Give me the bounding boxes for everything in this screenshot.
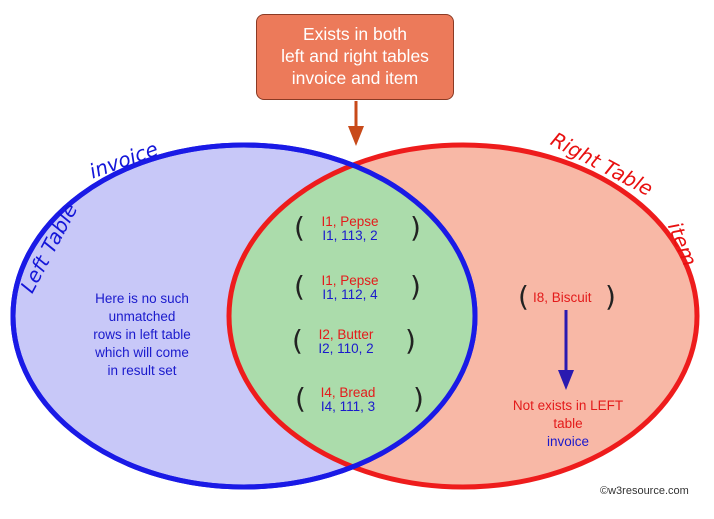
- overlap-callout: Exists in both left and right tables inv…: [256, 14, 454, 100]
- open-paren: (: [295, 382, 306, 415]
- left-note-line: which will come: [95, 345, 189, 360]
- match-row: I1, Pepse I1, 113, 2: [310, 215, 390, 243]
- left-circle-outline: [10, 142, 478, 490]
- callout-line-2: left and right tables: [281, 46, 429, 66]
- close-paren: ): [410, 270, 421, 303]
- match-invoice: I1, 113, 2: [322, 228, 378, 243]
- open-paren: (: [294, 270, 305, 303]
- right-only-row: I8, Biscuit: [533, 290, 592, 305]
- match-item: I2, Butter: [318, 327, 374, 342]
- match-row: I1, Pepse I1, 112, 4: [310, 274, 390, 302]
- right-arrow-head: [558, 370, 574, 390]
- close-paren: ): [410, 211, 421, 244]
- close-paren: ): [413, 382, 424, 415]
- right-note: Not exists in LEFT table invoice: [486, 397, 650, 451]
- match-row: I2, Butter I2, 110, 2: [306, 328, 386, 356]
- right-note-highlight: invoice: [546, 434, 590, 449]
- match-item: I1, Pepse: [321, 273, 379, 288]
- left-note-line: in result set: [107, 363, 177, 378]
- match-item: I1, Pepse: [321, 214, 379, 229]
- right-circle-inner-arc: [226, 145, 475, 487]
- left-note-line: unmatched: [108, 309, 176, 324]
- match-item: I4, Bread: [320, 385, 376, 400]
- match-invoice: I4, 111, 3: [320, 399, 376, 414]
- open-paren: (: [518, 280, 529, 313]
- right-note-line-2: table invoice: [486, 415, 650, 451]
- right-note-prefix: table: [553, 416, 583, 431]
- close-paren: ): [405, 324, 416, 357]
- left-note-line: rows in left table: [93, 327, 191, 342]
- match-invoice: I1, 112, 4: [322, 287, 378, 302]
- callout-arrow-head: [348, 126, 364, 146]
- right-note-line-1: Not exists in LEFT: [512, 398, 624, 413]
- overlap-region: [229, 145, 475, 487]
- open-paren: (: [292, 324, 303, 357]
- match-row: I4, Bread I4, 111, 3: [308, 386, 388, 414]
- match-invoice: I2, 110, 2: [318, 341, 374, 356]
- callout-line-3: invoice and item: [291, 68, 419, 88]
- left-note-line: Here is no such: [95, 291, 189, 306]
- close-paren: ): [605, 280, 616, 313]
- callout-line-1: Exists in both: [302, 24, 408, 44]
- left-note: Here is no such unmatched rows in left t…: [62, 290, 222, 380]
- copyright: ©w3resource.com: [600, 485, 689, 497]
- open-paren: (: [294, 211, 305, 244]
